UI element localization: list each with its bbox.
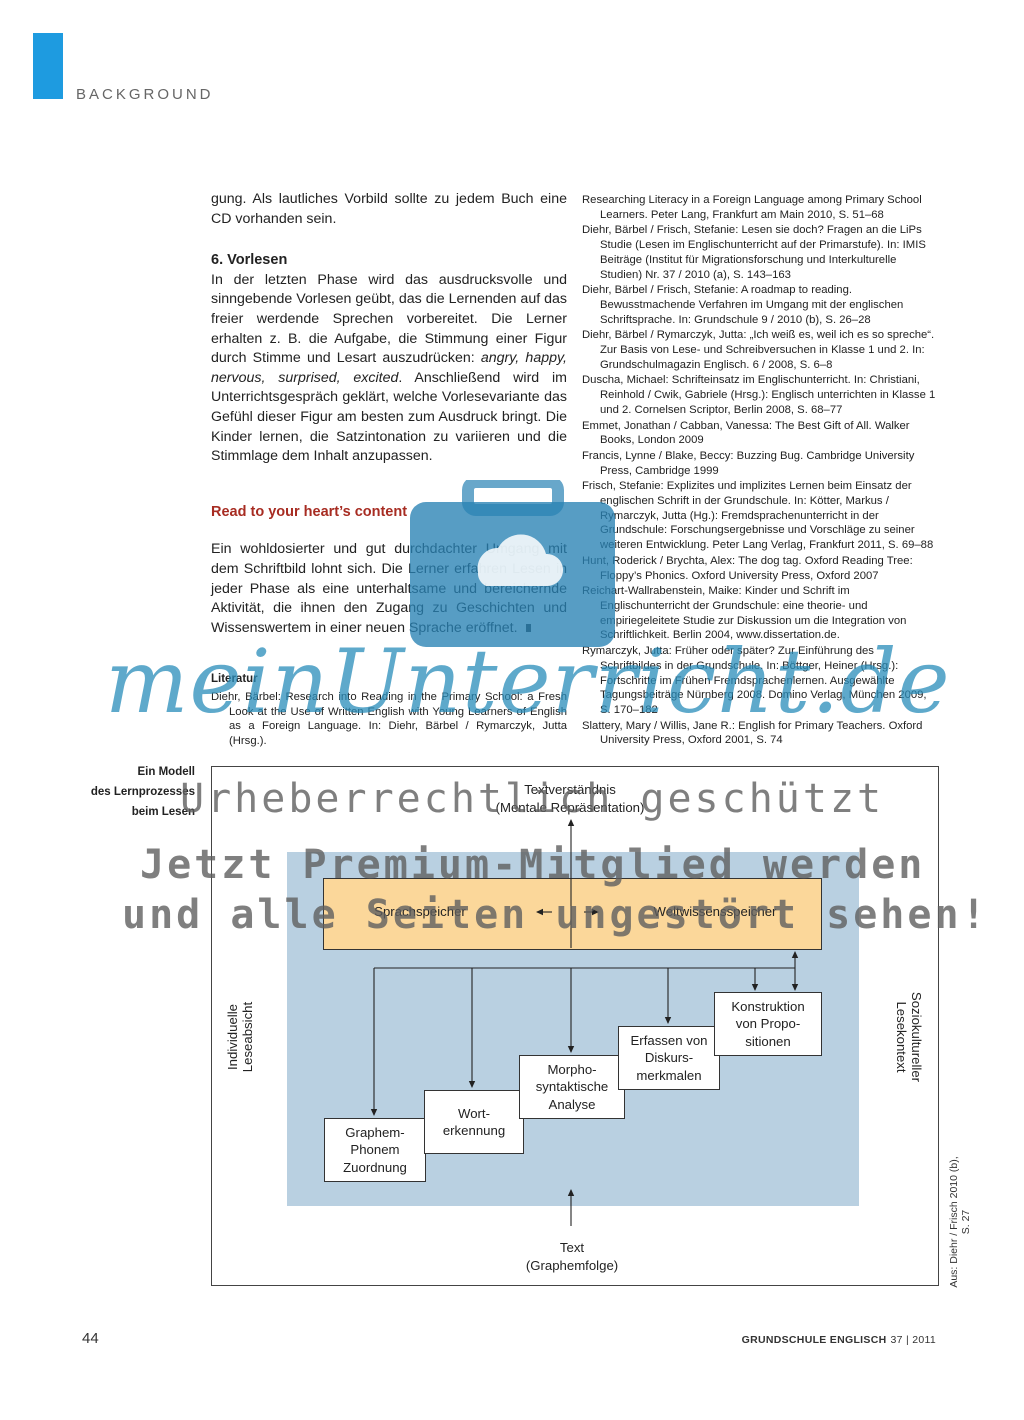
reference-item: Rymarczyk, Jutta: Früher oder später? Zu…: [582, 645, 927, 716]
section-paragraph: In der letzten Phase wird das ausdrucksv…: [211, 271, 567, 467]
step-line: Zuordnung: [343, 1159, 407, 1175]
page-number: 44: [82, 1330, 99, 1347]
magazine-name: GRUNDSCHULE ENGLISCH: [741, 1334, 887, 1346]
reference-item: Diehr, Bärbel / Frisch, Stefanie: A road…: [582, 284, 904, 326]
world-knowledge-label: Weltwissensspeicher: [653, 904, 777, 919]
step-line: Konstruktion: [731, 998, 805, 1014]
bottom-label: Text (Graphemfolge): [490, 1239, 654, 1274]
section-color-tab: [33, 33, 63, 99]
step-line: Erfassen von: [630, 1032, 708, 1048]
magazine-issue: 37 | 2011: [890, 1334, 936, 1346]
step-box-label: Wort- erkennung: [443, 1105, 505, 1140]
reference-item: Diehr, Bärbel / Rymarczyk, Jutta: „Ich w…: [582, 329, 935, 371]
figure-caption-line: beim Lesen: [131, 806, 195, 818]
step-box: Erfassen von Diskurs- merkmalen: [618, 1026, 720, 1090]
left-vertical-label: Individuelle Leseabsicht: [225, 1001, 255, 1073]
step-box-label: Konstruktion von Propo- sitionen: [731, 998, 804, 1051]
intro-paragraph: gung. Als lautliches Vorbild sollte zu j…: [211, 191, 567, 227]
reference-item: Hunt, Roderick / Brychta, Alex: The dog …: [582, 554, 913, 582]
step-box-label: Morpho- syntaktische Analyse: [536, 1061, 609, 1114]
section-label: BACKGROUND: [76, 86, 214, 103]
right-vertical-label: Soziokultureller Lesekontext: [894, 991, 924, 1083]
references-column: Researching Literacy in a Foreign Langua…: [582, 193, 937, 749]
literature-heading: Literatur: [211, 673, 258, 686]
step-box-label: Erfassen von Diskurs- merkmalen: [631, 1032, 708, 1085]
figure-frame: [211, 766, 939, 1286]
step-line: Morpho-: [547, 1061, 597, 1077]
watermark-logo: meinUnterricht.de: [105, 630, 951, 733]
step-box: Graphem- Phonem Zuordnung: [324, 1118, 426, 1182]
step-box: Konstruktion von Propo- sitionen: [714, 992, 822, 1056]
reference-item: Duscha, Michael: Schrifteinsatz im Engli…: [582, 374, 936, 416]
reference-item: Diehr, Bärbel / Frisch, Stefanie: Lesen …: [582, 224, 926, 281]
figure-caption: Ein Modell des Lernprozesses beim Lesen: [60, 762, 195, 822]
reference-item: Francis, Lynne / Blake, Beccy: Buzzing B…: [582, 449, 915, 477]
step-line: erkennung: [442, 1123, 506, 1138]
memory-box: [323, 878, 822, 950]
step-line: Graphem-: [345, 1124, 405, 1140]
reference-item: Researching Literacy in a Foreign Langua…: [582, 194, 922, 221]
top-label-line: (Mentale Repräsentation): [495, 799, 645, 815]
briefcase-cloud-icon: [410, 480, 615, 647]
bottom-label-line: Text: [559, 1240, 585, 1255]
top-label-line: Textverständnis: [524, 782, 616, 797]
highlight-heading: Read to your heart’s content: [211, 503, 408, 520]
reference-item: Frisch, Stefanie: Explizites und implizi…: [582, 480, 934, 552]
top-label: Textverständnis (Mentale Repräsentation): [480, 781, 660, 816]
section-text-1: In der letzten Phase wird das ausdrucksv…: [211, 271, 567, 367]
reference-item: Slattery, Mary / Willis, Jane R.: Englis…: [582, 719, 923, 747]
reference-item: Reichart-Wallrabenstein, Maike: Kinder u…: [582, 585, 907, 642]
figure-caption-line: des Lernprozesses: [90, 786, 195, 798]
language-memory-label: Sprachspeicher: [374, 904, 466, 919]
watermark-line: und alle Seiten ungestört sehen!: [122, 892, 989, 938]
step-line: merkmalen: [636, 1067, 702, 1083]
watermark-line: Jetzt Premium-Mitglied werden: [140, 842, 926, 888]
step-box-label: Graphem- Phonem Zuordnung: [343, 1124, 407, 1177]
section-text-2: . Anschließend wird im Unterrichtsgesprä…: [211, 369, 567, 465]
step-box: Wort- erkennung: [424, 1090, 524, 1154]
section-heading: 6. Vorlesen: [211, 252, 288, 269]
section-emotions: angry, happy, nervous, surprised, excite…: [211, 350, 567, 386]
step-box: Morpho- syntaktische Analyse: [519, 1055, 625, 1119]
step-line: Analyse: [548, 1096, 596, 1112]
step-line: von Propo-: [735, 1016, 801, 1032]
figure-credit: Aus: Diehr / Frisch 2010 (b), S. 27: [948, 1156, 972, 1288]
step-line: Wort-: [457, 1105, 490, 1121]
bottom-label-line: (Graphemfolge): [525, 1257, 619, 1273]
step-line: sitionen: [745, 1033, 791, 1049]
step-line: Phonem: [350, 1142, 400, 1158]
step-line: Diskurs-: [644, 1050, 694, 1066]
literature-entry: Diehr, Bärbel: Research into Reading in …: [211, 690, 567, 748]
figure-caption-line: Ein Modell: [137, 766, 196, 778]
reference-item: Emmet, Jonathan / Cabban, Vanessa: The B…: [582, 419, 910, 447]
watermark-line: Urheberrechtlich geschützt: [180, 776, 885, 822]
step-line: syntaktische: [535, 1079, 609, 1095]
